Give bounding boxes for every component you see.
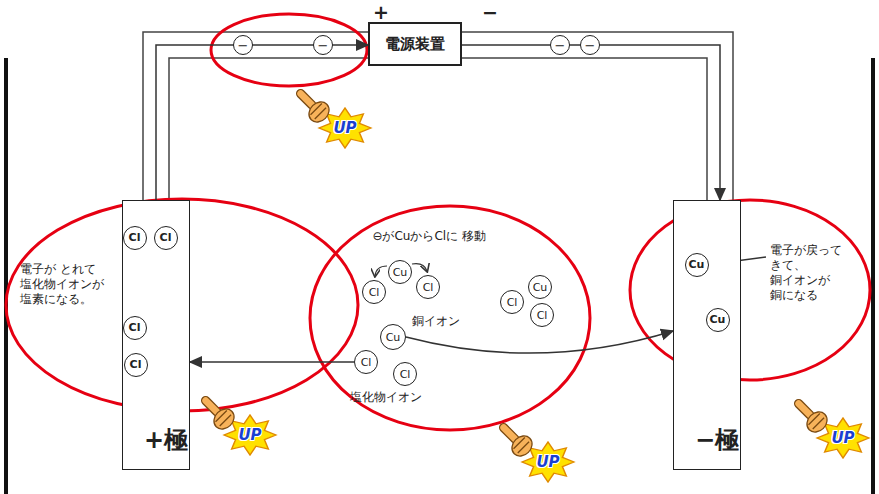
particle-symbol: − bbox=[585, 39, 596, 52]
ion-circle: Cl bbox=[362, 280, 386, 304]
particle-symbol: − bbox=[238, 39, 249, 52]
electrode: −極CuCu bbox=[673, 200, 741, 470]
up-badge: UP bbox=[536, 453, 559, 472]
particle-symbol: Cl bbox=[507, 297, 518, 308]
ion-circle: Cl bbox=[123, 226, 147, 250]
ion-circle: Cu bbox=[380, 324, 406, 350]
particle-symbol: Cl bbox=[537, 310, 548, 321]
polarity-sign: − bbox=[482, 1, 498, 25]
up-badge: UP bbox=[333, 119, 356, 138]
box-label: 電源装置 bbox=[385, 35, 445, 54]
particle-symbol: Cu bbox=[533, 282, 548, 293]
ion-circle: Cl bbox=[124, 353, 148, 377]
electron-circle: − bbox=[550, 35, 570, 55]
particle-symbol: Cl bbox=[160, 232, 172, 243]
ion-label: 塩化物イオン bbox=[350, 390, 422, 405]
ion-circle: Cl bbox=[416, 275, 440, 299]
particle-symbol: Cl bbox=[129, 232, 141, 243]
particle-symbol: Cu bbox=[393, 267, 408, 278]
ion-circle: Cl bbox=[393, 362, 417, 386]
ion-circle: Cl bbox=[123, 316, 147, 340]
wire-arrow bbox=[462, 45, 720, 200]
particle-symbol: Cl bbox=[129, 322, 141, 333]
particle-symbol: Cl bbox=[361, 357, 372, 368]
particle-symbol: Cl bbox=[130, 359, 142, 370]
ion-circle: Cl bbox=[500, 290, 524, 314]
note-text: 電子が とれて 塩化物イオンが 塩素になる。 bbox=[20, 262, 120, 307]
ion-circle: Cu bbox=[685, 253, 709, 277]
particle-symbol: Cu bbox=[689, 259, 705, 270]
ion-circle: Cl bbox=[354, 350, 378, 374]
note-text: 電子が戻って きて、 銅イオンが 銅になる bbox=[770, 243, 862, 303]
ion-circle: Cu bbox=[706, 308, 730, 332]
up-badge: UP bbox=[831, 429, 854, 448]
particle-symbol: Cu bbox=[710, 314, 726, 325]
ion-label: 銅イオン bbox=[412, 314, 460, 329]
ion-path-arrow bbox=[406, 331, 673, 353]
particle-symbol: − bbox=[318, 39, 329, 52]
electron-circle: − bbox=[233, 35, 253, 55]
particle-symbol: Cu bbox=[386, 332, 401, 343]
polarity-sign: + bbox=[373, 1, 389, 25]
ion-path-arrow bbox=[190, 361, 354, 363]
wire-arrow bbox=[156, 45, 368, 200]
ion-circle: Cu bbox=[388, 260, 412, 284]
ion-circle: Cl bbox=[530, 303, 554, 327]
ion-circle: Cl bbox=[154, 226, 178, 250]
electrode: +極ClClClCl bbox=[122, 200, 190, 470]
electrode-label: +極 bbox=[144, 427, 168, 453]
electron-circle: − bbox=[580, 35, 600, 55]
particle-symbol: Cl bbox=[369, 287, 380, 298]
electron-circle: − bbox=[313, 35, 333, 55]
ion-circle: Cu bbox=[528, 275, 552, 299]
particle-symbol: Cl bbox=[423, 282, 434, 293]
electrode-label: −極 bbox=[695, 427, 719, 453]
particle-symbol: − bbox=[555, 39, 566, 52]
note-text: ⊖がCuからClに 移動 bbox=[366, 229, 486, 244]
power-supply-box: 電源装置 bbox=[368, 22, 462, 66]
up-badge: UP bbox=[238, 426, 261, 445]
particle-symbol: Cl bbox=[400, 369, 411, 380]
